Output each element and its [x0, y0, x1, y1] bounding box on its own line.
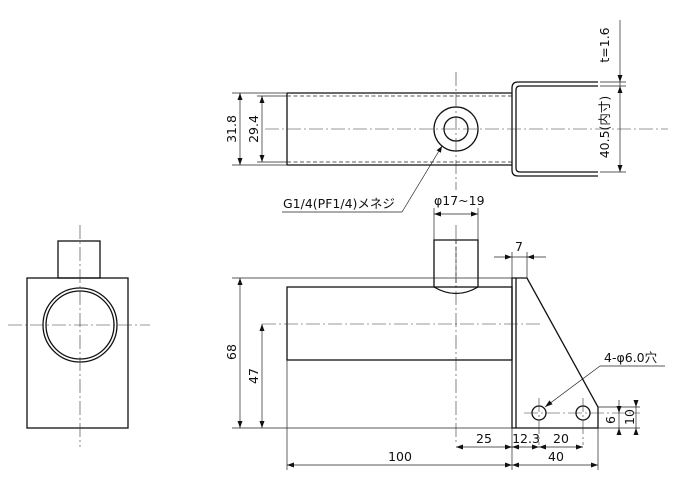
hole-note: 4-φ6.0穴: [604, 350, 658, 365]
thread-note: G1/4(PF1/4)メネジ: [283, 196, 395, 211]
front-view-bracket: [511, 277, 599, 429]
dim-31-8: 31.8: [224, 115, 239, 143]
top-view: [265, 72, 668, 190]
dim-100: 100: [388, 449, 412, 464]
end-view-boss: [57, 240, 101, 279]
dim-68: 68: [224, 344, 239, 360]
front-view-dimensions: [232, 208, 665, 470]
front-view: [262, 225, 640, 445]
dim-6: 6: [603, 416, 618, 424]
dim-plate-width: 7: [515, 239, 523, 254]
hole-leader: [544, 365, 601, 408]
dim-47: 47: [246, 368, 261, 384]
dim-40: 40: [548, 449, 564, 464]
end-view: [8, 225, 150, 447]
dim-10: 10: [622, 409, 637, 425]
dim-inner-width: 40.5(内寸): [597, 96, 612, 159]
thread-leader: [401, 145, 443, 213]
dim-boss-diameter: φ17~19: [434, 193, 485, 208]
dimension-labels: 31.8 29.4 t=1.6 40.5(内寸) G1/4(PF1/4)メネジ …: [224, 27, 658, 464]
front-view-pipe: [286, 286, 513, 361]
end-view-plate: [26, 277, 129, 429]
top-view-dimensions: [232, 20, 626, 213]
dim-29-4: 29.4: [246, 115, 261, 143]
dim-12-3: 12.3: [512, 431, 540, 446]
dim-20: 20: [553, 431, 569, 446]
dim-25: 25: [476, 431, 492, 446]
dim-thickness: t=1.6: [597, 27, 612, 62]
